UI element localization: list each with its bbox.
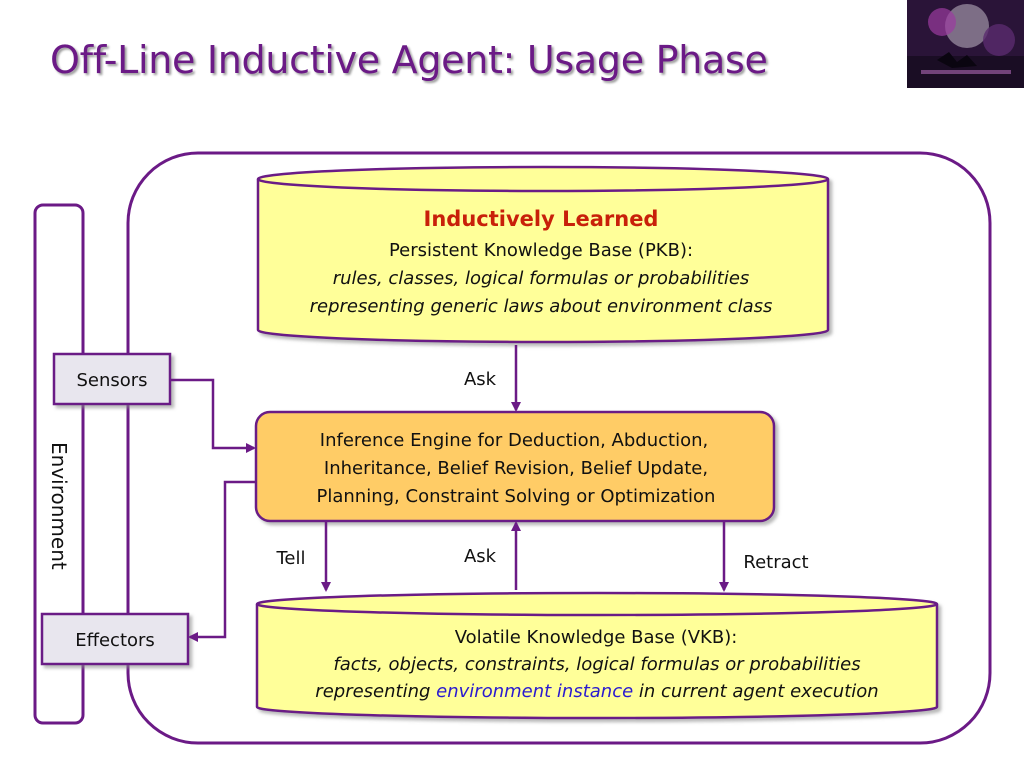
vkb-title: Volatile Knowledge Base (VKB):	[455, 627, 738, 648]
environment-label: Environment	[47, 442, 71, 570]
engine-line-2: Inheritance, Belief Revision, Belief Upd…	[324, 458, 708, 479]
pkb-title: Persistent Knowledge Base (PKB):	[389, 240, 693, 261]
vkb-description-prefix: representing	[315, 681, 436, 702]
pkb-heading: Inductively Learned	[424, 207, 659, 231]
sensors-arrow	[170, 378, 256, 453]
ask-bottom-label: Ask	[464, 546, 497, 567]
corner-photo	[907, 0, 1024, 88]
vkb-description-suffix: in current agent execution	[633, 681, 879, 702]
environment-column	[33, 203, 85, 725]
effectors-arrow	[188, 480, 258, 642]
agent-boundary	[126, 151, 992, 745]
effectors-label: Effectors	[75, 630, 155, 651]
sensors-label: Sensors	[76, 370, 147, 391]
vkb-contents: facts, objects, constraints, logical for…	[333, 654, 860, 675]
vkb-description: representing environment instance in cur…	[315, 681, 878, 702]
sensors-box	[52, 352, 172, 406]
slide-title: Off-Line Inductive Agent: Usage Phase	[50, 38, 768, 82]
pkb-contents: rules, classes, logical formulas or prob…	[333, 268, 750, 289]
vkb-description-highlight: environment instance	[436, 681, 633, 702]
tell-label: Tell	[275, 548, 305, 569]
engine-line-1: Inference Engine for Deduction, Abductio…	[320, 430, 708, 451]
pkb-cylinder	[256, 165, 830, 344]
retract-label: Retract	[743, 552, 808, 573]
engine-line-3: Planning, Constraint Solving or Optimiza…	[317, 486, 716, 507]
effectors-box	[40, 612, 190, 666]
pkb-description: representing generic laws about environm…	[310, 296, 773, 317]
ask-top-label: Ask	[464, 369, 497, 390]
vkb-cylinder	[255, 591, 939, 720]
